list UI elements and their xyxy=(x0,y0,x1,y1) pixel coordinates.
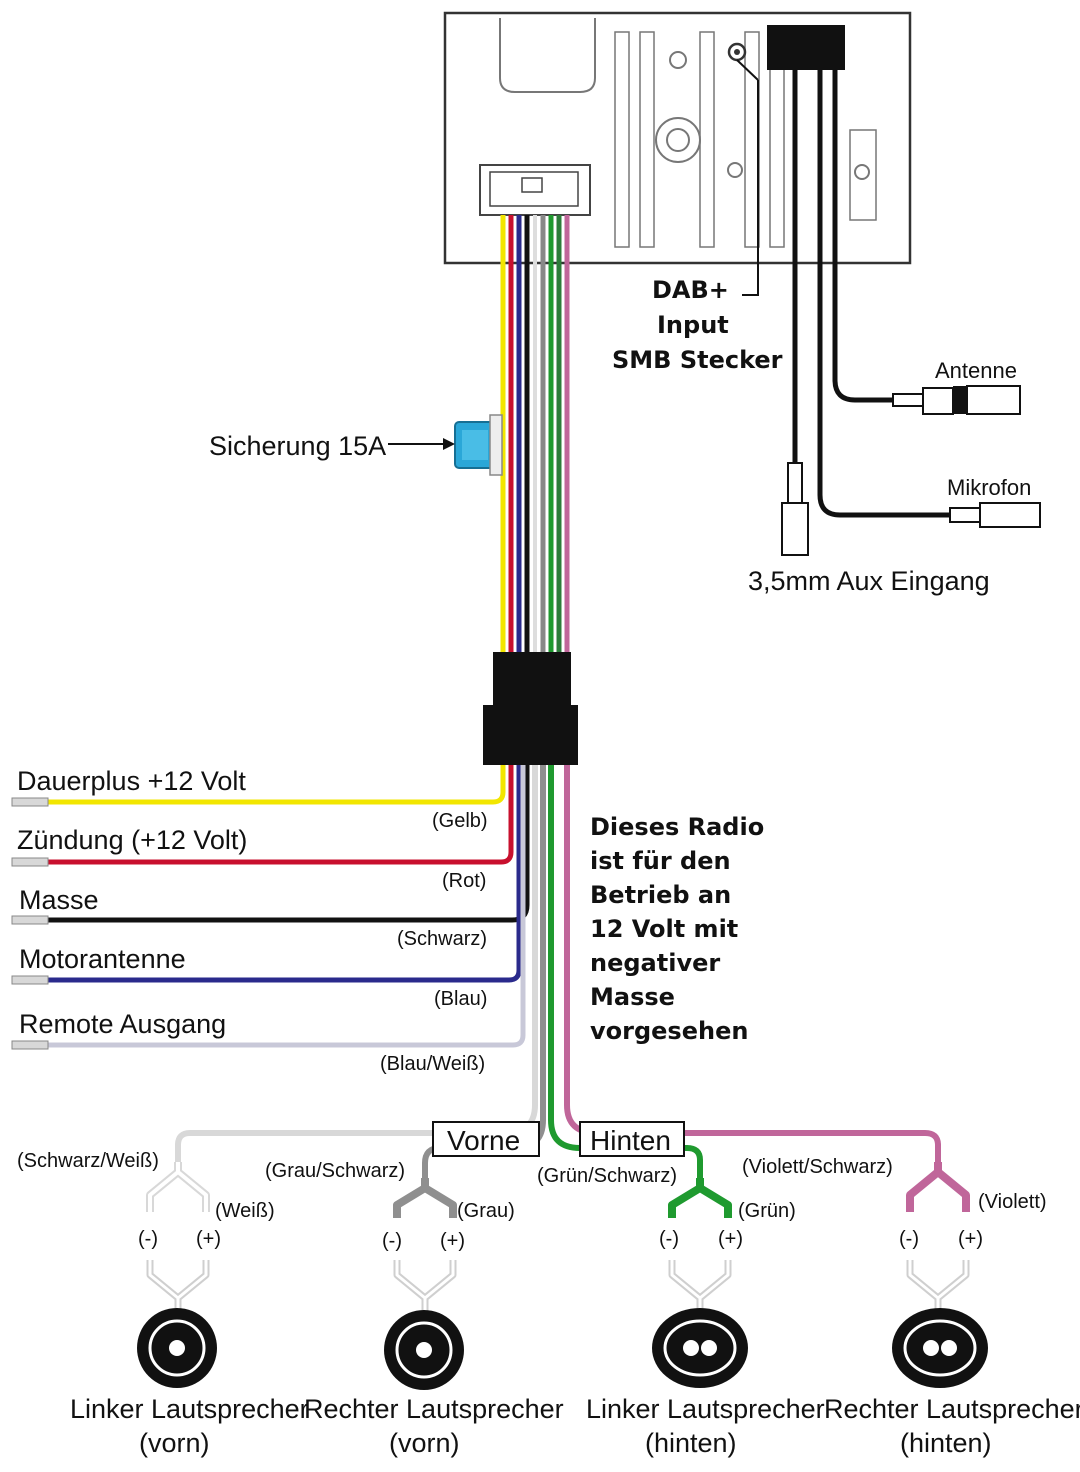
svg-text:(+): (+) xyxy=(718,1228,743,1250)
svg-text:ist für den: ist für den xyxy=(590,847,731,875)
speaker-1-line-2: (vorn) xyxy=(139,1428,210,1458)
speaker-wires xyxy=(175,765,941,1178)
speaker-forks xyxy=(146,1162,970,1218)
wire-red xyxy=(12,765,514,865)
svg-text:(-): (-) xyxy=(659,1228,679,1250)
dab-label-line-2: Input xyxy=(657,311,729,339)
speaker-4-line-2: (hinten) xyxy=(900,1428,992,1458)
speaker-2-line-1: Rechter Lautsprecher xyxy=(304,1394,564,1424)
vorne-box xyxy=(432,1121,540,1157)
svg-text:vorgesehen: vorgesehen xyxy=(590,1017,748,1045)
mikrofon-label: Mikrofon xyxy=(947,475,1031,500)
svg-text:(-): (-) xyxy=(138,1228,158,1250)
dab-label-line-3: SMB Stecker xyxy=(612,346,783,374)
antenna-plug-icon xyxy=(892,385,1021,415)
label-violett-schwarz: (Violett/Schwarz) xyxy=(742,1156,893,1178)
label-violett: (Violett) xyxy=(978,1191,1047,1213)
speaker-front-right-icon xyxy=(384,1310,464,1390)
wire-color-rot: (Rot) xyxy=(442,870,486,892)
speaker-leads-inner xyxy=(148,1260,968,1312)
speaker-leads xyxy=(146,1260,970,1312)
wire-yellow xyxy=(12,765,506,805)
svg-text:(+): (+) xyxy=(440,1230,465,1252)
label-gruen: (Grün) xyxy=(738,1200,796,1222)
speaker-rear-right-icon xyxy=(892,1308,988,1388)
vorne-label: Vorne xyxy=(447,1125,520,1156)
dab-label-line-1: DAB+ xyxy=(652,276,729,304)
hinten-box xyxy=(579,1121,685,1157)
wire-label-masse: Masse xyxy=(19,885,99,915)
dab-line xyxy=(736,59,759,81)
speaker-4-line-1: Rechter Lautsprecher xyxy=(824,1394,1080,1424)
label-weiss: (Weiß) xyxy=(215,1200,275,1222)
wire-end-stubs xyxy=(11,797,49,1050)
wire-label-remote: Remote Ausgang xyxy=(19,1009,226,1039)
polarity-labels: (-) (+) (-) (+) (-) (+) (-) (+) xyxy=(138,1228,983,1252)
svg-text:Betrieb an: Betrieb an xyxy=(590,881,731,909)
svg-text:Masse: Masse xyxy=(590,983,675,1011)
speaker-rear-left-icon xyxy=(652,1308,748,1388)
hinten-label: Hinten xyxy=(590,1125,671,1156)
speaker-2-line-2: (vorn) xyxy=(389,1428,460,1458)
speaker-3-line-2: (hinten) xyxy=(645,1428,737,1458)
accessory-cables xyxy=(792,68,950,518)
wire-label-motorantenne: Motorantenne xyxy=(19,944,186,974)
wire-blue xyxy=(12,765,522,983)
aux-label: 3,5mm Aux Eingang xyxy=(748,566,990,596)
wire-color-blau-weiss: (Blau/Weiß) xyxy=(380,1053,485,1075)
voltage-note: Dieses Radio ist für den Betrieb an 12 V… xyxy=(590,813,764,1045)
aux-plug-icon xyxy=(781,462,809,556)
antenne-label: Antenne xyxy=(935,358,1017,383)
speaker-1-line-1: Linker Lautsprecher xyxy=(70,1394,309,1424)
wire-color-gelb: (Gelb) xyxy=(432,810,488,832)
svg-text:(-): (-) xyxy=(899,1228,919,1250)
wire-label-dauerplus: Dauerplus +12 Volt xyxy=(17,766,246,796)
svg-text:12 Volt mit: 12 Volt mit xyxy=(590,915,738,943)
dab-leader-line xyxy=(742,80,759,296)
fuse-icon xyxy=(454,414,503,476)
wire-color-schwarz: (Schwarz) xyxy=(397,928,487,950)
label-schwarz-weiss: (Schwarz/Weiß) xyxy=(17,1150,159,1172)
power-wires xyxy=(12,765,530,1048)
harness-connector xyxy=(483,652,578,765)
main-harness xyxy=(500,215,570,655)
mic-plug-icon xyxy=(949,502,1041,528)
wire-color-blau: (Blau) xyxy=(434,988,487,1010)
fuse-arrow-head-icon xyxy=(443,438,455,450)
svg-text:(+): (+) xyxy=(196,1228,221,1250)
svg-text:Dieses Radio: Dieses Radio xyxy=(590,813,764,841)
label-gruen-schwarz: (Grün/Schwarz) xyxy=(537,1165,677,1187)
svg-text:(+): (+) xyxy=(958,1228,983,1250)
fuse-label: Sicherung 15A xyxy=(209,431,386,461)
label-grau: (Grau) xyxy=(457,1200,515,1222)
speaker-front-left-icon xyxy=(137,1308,217,1388)
wire-blue-white xyxy=(12,765,526,1048)
radio-unit xyxy=(443,11,912,265)
svg-text:negativer: negativer xyxy=(590,949,720,977)
label-grau-schwarz: (Grau/Schwarz) xyxy=(265,1160,405,1182)
svg-text:(-): (-) xyxy=(382,1230,402,1252)
wire-label-zuendung: Zündung (+12 Volt) xyxy=(17,825,247,855)
speaker-3-line-1: Linker Lautsprecher xyxy=(586,1394,825,1424)
